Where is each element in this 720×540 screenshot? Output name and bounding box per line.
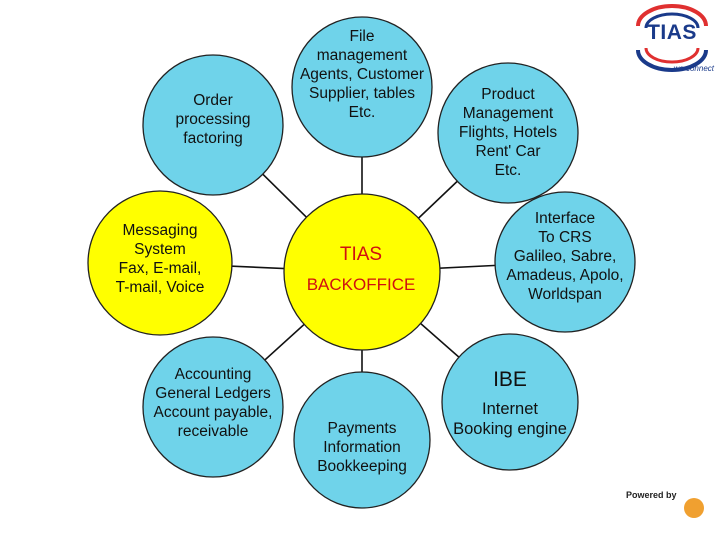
node-label-line: Supplier, tables: [309, 84, 415, 102]
node-label-line: Payments: [327, 420, 397, 437]
center-title: TIAS: [339, 244, 383, 265]
powered-by-badge-icon: [684, 498, 704, 518]
center-node-label: TIAS BACKOFFICE: [276, 239, 446, 300]
node-label-line: Fax, E-mail,: [118, 259, 202, 277]
node-label-line: Internet: [482, 399, 538, 418]
node-label-line: Accounting: [174, 366, 252, 383]
logo-name: TIAS: [647, 21, 697, 44]
node-file: [291, 16, 433, 158]
node-label-line: Messaging: [122, 222, 198, 239]
node-label-line: Etc.: [494, 161, 522, 179]
logo-arc-bottom-inner: [644, 47, 700, 64]
node-label-line: File: [349, 28, 375, 45]
logo-arc-bottom: [636, 49, 708, 72]
node-label-line: receivable: [177, 422, 249, 440]
node-label-line: Account payable,: [153, 403, 273, 421]
node-messaging: [87, 190, 233, 336]
logo-arc-top: [636, 4, 708, 27]
node-label-line: Galileo, Sabre,: [513, 247, 617, 265]
node-label-line: Booking engine: [453, 419, 567, 438]
node-interface: [494, 191, 636, 333]
node-label-line: Agents, Customer: [299, 65, 425, 83]
node-label-line: Product: [481, 86, 535, 103]
node-label-line: Information: [323, 438, 401, 456]
node-label-line: System: [134, 240, 186, 258]
powered-by-text: Powered by: [626, 490, 677, 500]
node-order: [142, 54, 284, 196]
node-label-line: Management: [462, 104, 554, 122]
node-accounting: [142, 336, 284, 478]
logo-tagline: we connect: [673, 64, 714, 73]
powered-by: Powered by: [622, 490, 714, 520]
node-label-line: To CRS: [538, 228, 592, 246]
node-label-line: T-mail, Voice: [115, 278, 205, 296]
node-label-line: Rent' Car: [475, 142, 541, 160]
node-label-line: Etc.: [348, 103, 376, 121]
node-label-line: Order: [193, 92, 233, 109]
node-center: [283, 193, 441, 351]
node-label-line: Worldspan: [528, 285, 602, 303]
tias-logo: TIAS we connect: [630, 4, 714, 78]
node-payments: [293, 371, 431, 509]
node-label-line: factoring: [183, 129, 243, 147]
node-label-line: Interface: [534, 210, 596, 227]
center-subtitle: BACKOFFICE: [306, 275, 416, 295]
node-label-line: processing: [175, 110, 251, 128]
node-label-line: Amadeus, Apolo,: [506, 266, 624, 284]
tias-logo-icon: [636, 4, 708, 72]
node-label-line: IBE: [493, 368, 527, 391]
node-ibe: [441, 333, 579, 471]
node-label-line: Flights, Hotels: [458, 123, 558, 141]
diagram-nodes: [87, 16, 636, 509]
node-label-line: General Ledgers: [155, 384, 271, 402]
node-label-line: Bookkeeping: [317, 457, 407, 475]
node-label-line: management: [316, 46, 408, 64]
logo-arc-top-inner: [644, 12, 700, 29]
node-product: [437, 62, 579, 204]
